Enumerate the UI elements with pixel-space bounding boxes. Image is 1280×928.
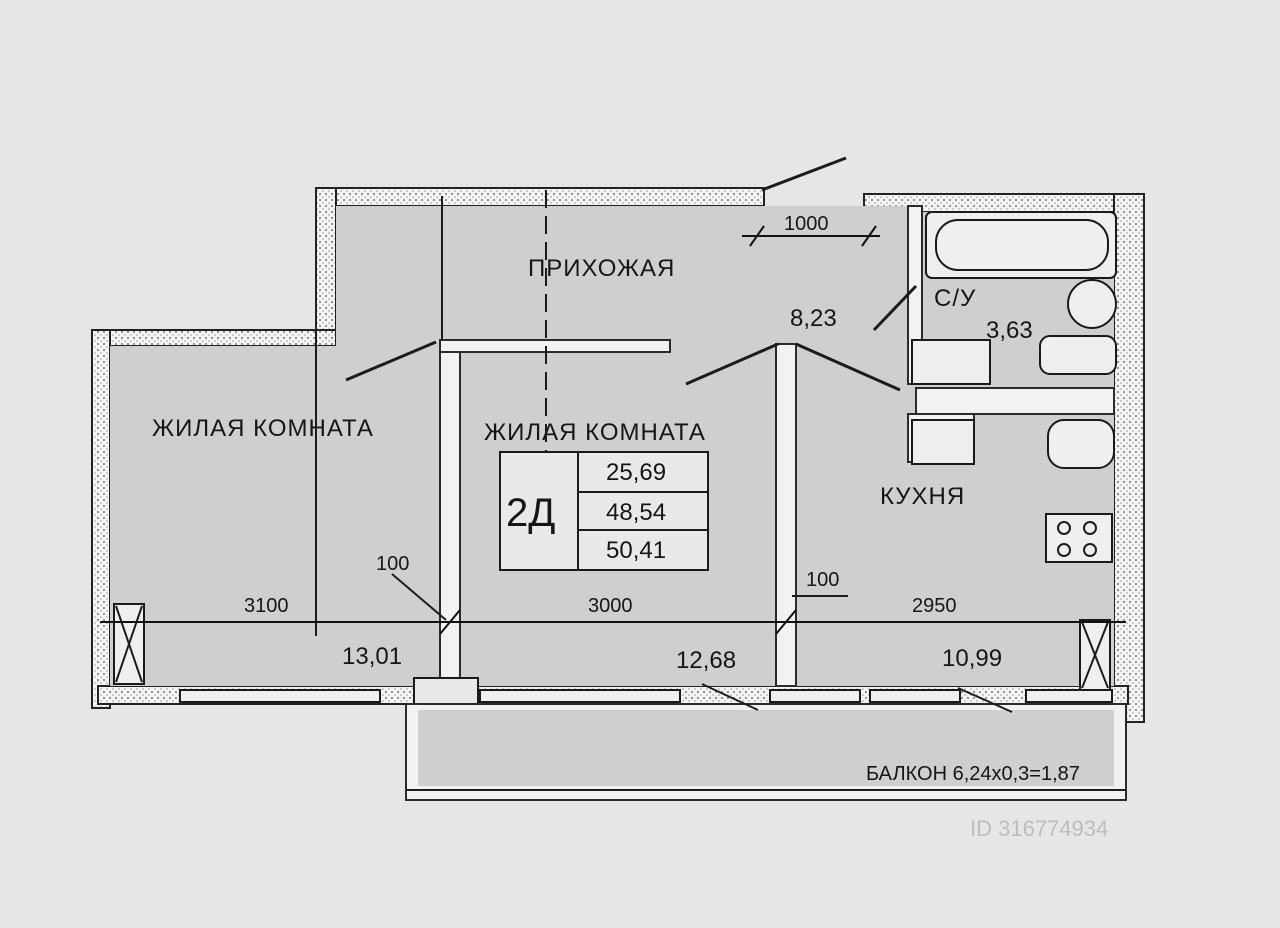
apartment-type: 2Д (506, 491, 555, 535)
dimension-width-left: 3100 (244, 595, 289, 617)
room-label-bathroom: С/У (934, 285, 976, 312)
dimension-width-right: 2950 (912, 595, 957, 617)
total-with-balcony-value: 50,41 (606, 537, 666, 564)
room-area-kitchen: 10,99 (942, 645, 1002, 672)
room-label-kitchen: КУХНЯ (880, 483, 965, 510)
room-hallway-floor (336, 206, 916, 346)
dimension-wall-right: 100 (806, 569, 839, 591)
room-label-hallway: ПРИХОЖАЯ (528, 255, 675, 282)
dimension-lines (100, 225, 1126, 713)
door-swings (345, 156, 918, 392)
dimension-door: 1000 (784, 213, 829, 235)
living-area-value: 25,69 (606, 459, 666, 486)
stove-icon (1045, 513, 1113, 563)
room-area-hallway: 8,23 (790, 305, 837, 332)
dimension-wall-left: 100 (376, 553, 409, 575)
apartment-info-box (499, 451, 709, 571)
watermark-id: ID 316774934 (970, 816, 1108, 841)
room-area-bathroom: 3,63 (986, 317, 1033, 344)
room-label-living-left: ЖИЛАЯ КОМНАТА (152, 415, 374, 442)
room-label-living-center: ЖИЛАЯ КОМНАТА (484, 419, 706, 446)
balcony (405, 703, 1127, 801)
bathroom-fixtures (925, 211, 1117, 375)
dimension-width-center: 3000 (588, 595, 633, 617)
room-area-living-center: 12,68 (676, 647, 736, 674)
room-area-living-left: 13,01 (342, 643, 402, 670)
total-area-value: 48,54 (606, 499, 666, 526)
kitchen-fixtures (911, 339, 1115, 563)
apartment-footprint (91, 187, 1145, 723)
room-label-balcony: БАЛКОН 6,24х0,3=1,87 (866, 763, 1080, 785)
toilet-icon (1067, 279, 1117, 329)
room-living-left-floor (110, 346, 440, 686)
sink-icon (1039, 335, 1117, 375)
kitchen-sink-icon (1047, 419, 1115, 469)
